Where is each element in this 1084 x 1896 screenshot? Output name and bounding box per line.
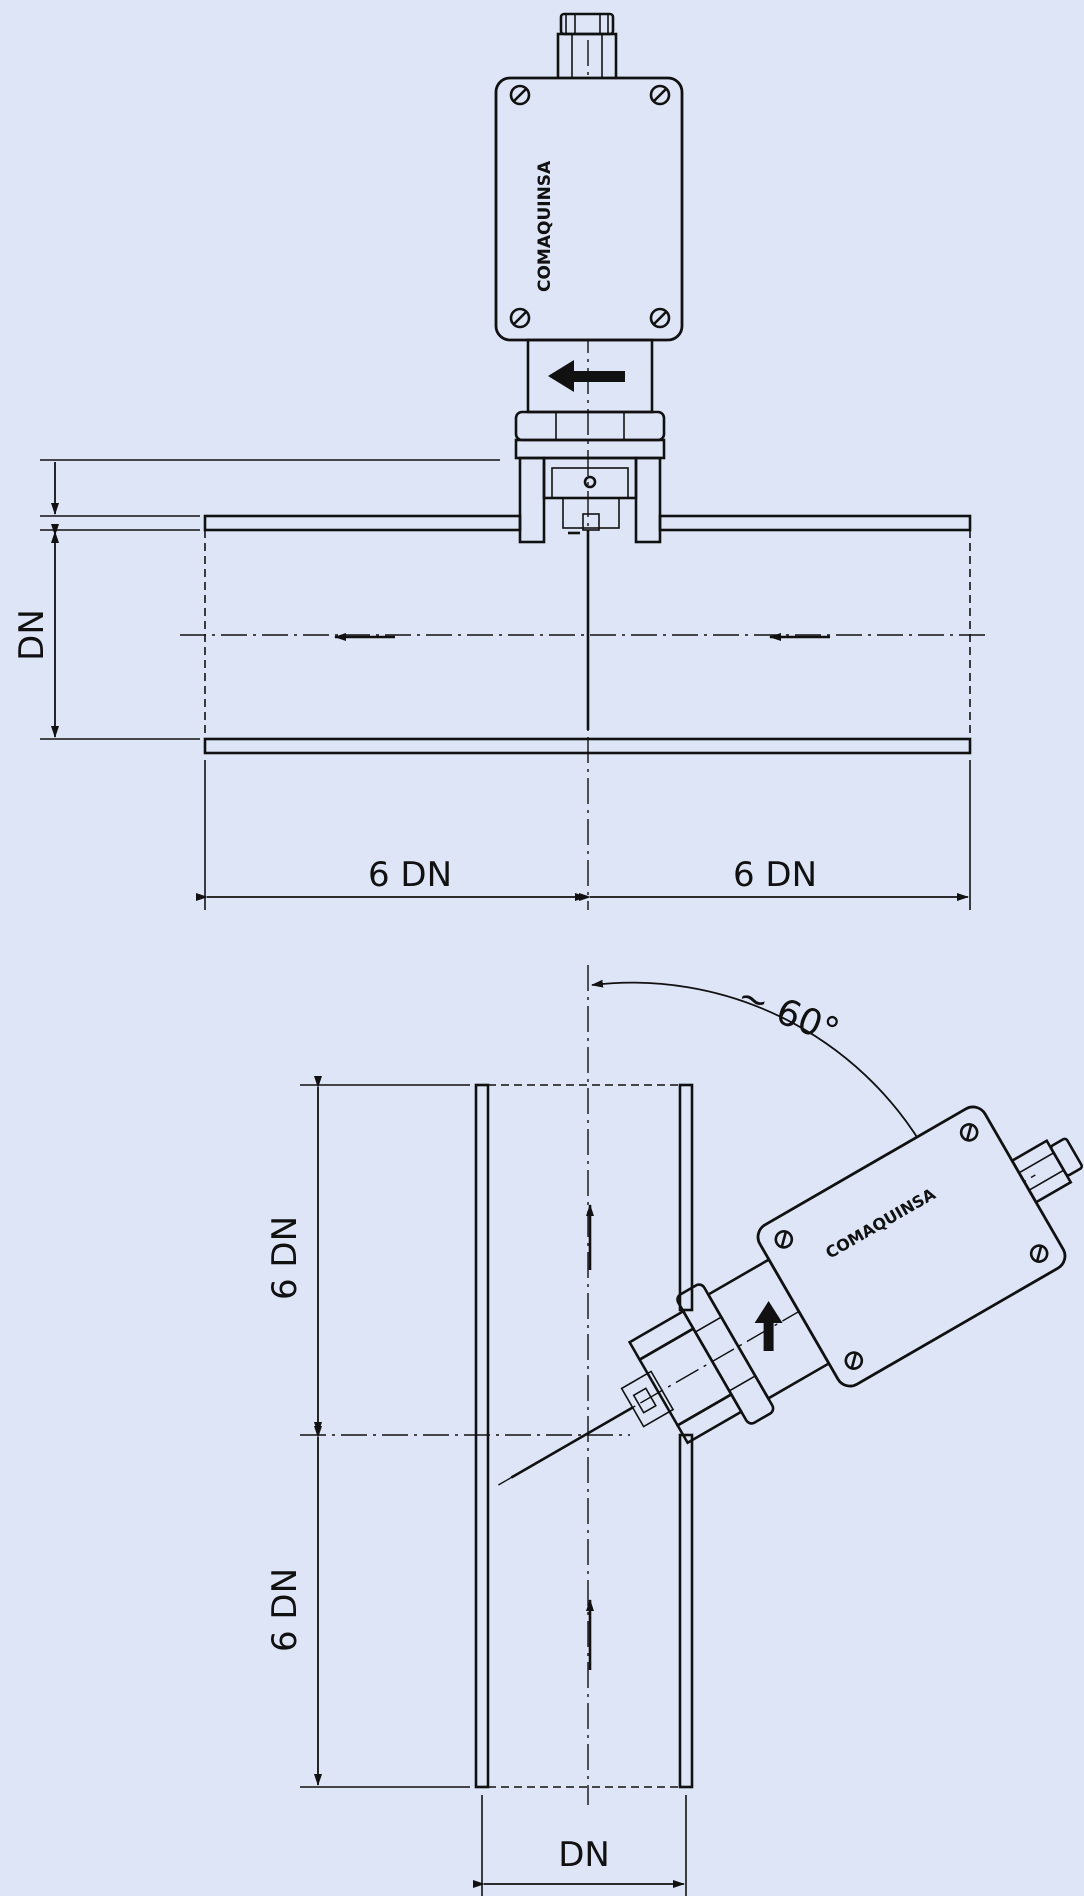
- hex-nut: [514, 410, 666, 460]
- screw-icon: [774, 1230, 794, 1249]
- screw-icon: [649, 84, 671, 106]
- diameter-dimension: DN: [473, 1795, 687, 1896]
- screw-icon: [509, 307, 531, 329]
- screw-icon: [844, 1351, 864, 1370]
- brand-label: COMAQUINSA: [535, 160, 555, 292]
- flow-direction-arrow-icon: [754, 1301, 783, 1351]
- screw-icon: [1029, 1244, 1049, 1263]
- screw-icon: [509, 84, 531, 106]
- upper-length-label: 6 DN: [265, 1216, 305, 1300]
- screw-icon: [649, 307, 671, 329]
- cable-gland: [556, 12, 618, 82]
- angle-label: ~ 60°: [732, 975, 845, 1053]
- vertical-pipe: [474, 965, 694, 1805]
- bottom-view: ~ 60°: [265, 965, 1084, 1896]
- diameter-label: DN: [12, 609, 52, 661]
- horizontal-pipe: [180, 514, 990, 755]
- sensor-neck: [526, 338, 654, 414]
- length-dimensions: 6 DN 6 DN: [265, 1076, 470, 1788]
- inclined-sensor: COMAQUINSA: [498, 1105, 1084, 1486]
- diameter-label: DN: [558, 1835, 610, 1875]
- upstream-length-label: 6 DN: [368, 855, 452, 895]
- diameter-dimension: DN: [12, 459, 500, 740]
- lower-length-label: 6 DN: [265, 1568, 305, 1652]
- sensor-housing: COMAQUINSA: [494, 76, 684, 342]
- top-view: COMAQUINSA: [12, 12, 990, 910]
- angle-indicator: ~ 60°: [591, 975, 926, 1151]
- downstream-length-label: 6 DN: [733, 855, 817, 895]
- weld-socket: [518, 456, 662, 544]
- sensor-paddle: [510, 1406, 634, 1479]
- flow-direction-arrow-icon: [548, 360, 625, 392]
- screw-icon: [959, 1123, 979, 1142]
- length-dimensions: 6 DN 6 DN: [196, 760, 971, 910]
